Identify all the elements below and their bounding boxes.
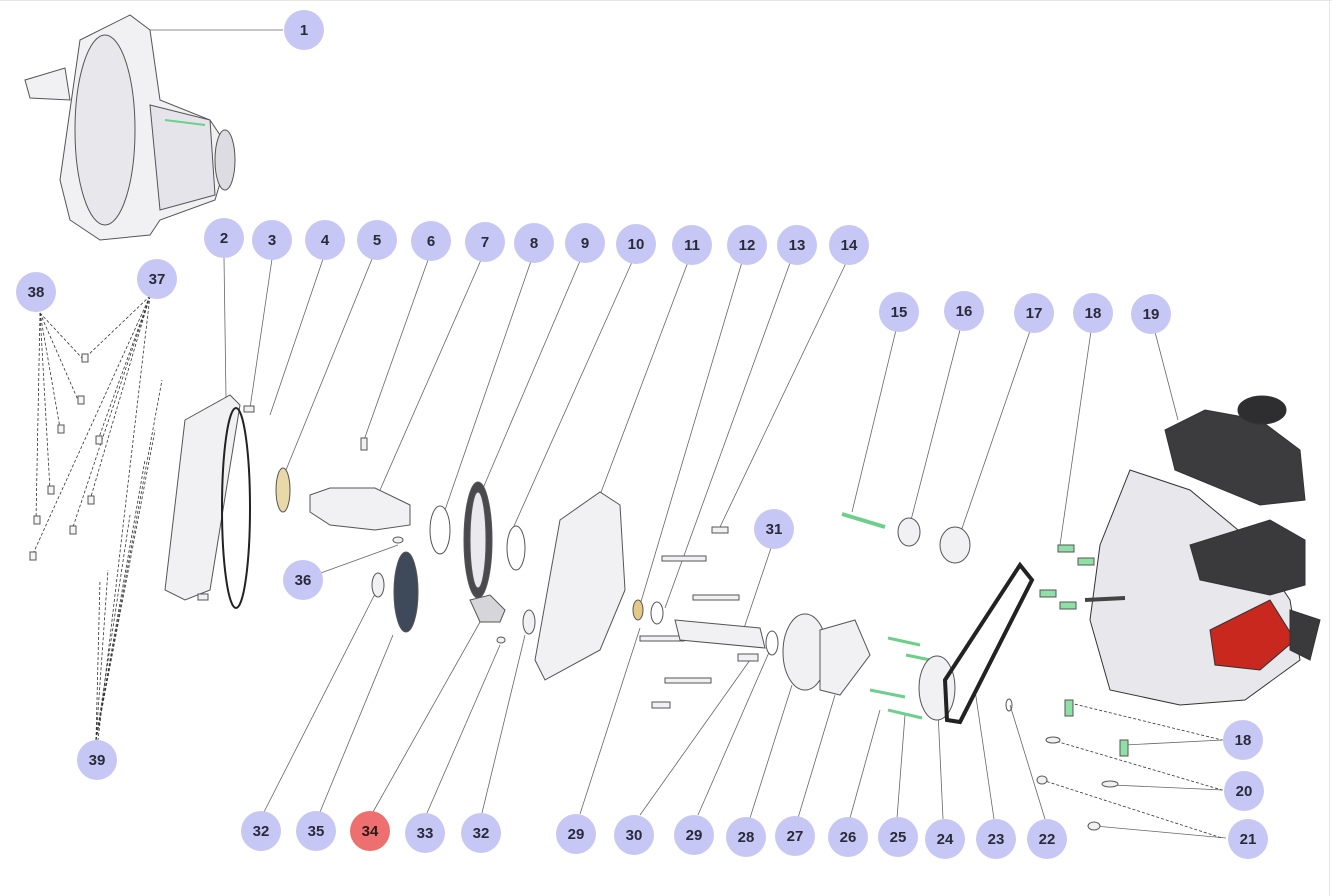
callout-18[interactable]: 18 bbox=[1073, 293, 1113, 333]
callout-14[interactable]: 14 bbox=[829, 225, 869, 265]
leader-lines bbox=[150, 29, 1227, 839]
callout-20[interactable]: 20 bbox=[1224, 771, 1264, 811]
callout-28[interactable]: 28 bbox=[726, 817, 766, 857]
callout-37[interactable]: 37 bbox=[137, 259, 177, 299]
callout-34[interactable]: 34 bbox=[350, 811, 390, 851]
callout-13[interactable]: 13 bbox=[777, 225, 817, 265]
top-border bbox=[0, 0, 1332, 1]
callout-17[interactable]: 17 bbox=[1014, 293, 1054, 333]
callout-6[interactable]: 6 bbox=[411, 221, 451, 261]
callout-10[interactable]: 10 bbox=[616, 224, 656, 264]
callout-25[interactable]: 25 bbox=[878, 817, 918, 857]
callout-30[interactable]: 30 bbox=[614, 815, 654, 855]
callout-29[interactable]: 29 bbox=[556, 814, 596, 854]
right-border bbox=[1329, 0, 1330, 896]
callout-1[interactable]: 1 bbox=[284, 10, 324, 50]
callout-9[interactable]: 9 bbox=[565, 223, 605, 263]
callout-19[interactable]: 19 bbox=[1131, 294, 1171, 334]
dashed-leader-lines bbox=[31, 295, 1223, 839]
callout-4[interactable]: 4 bbox=[305, 220, 345, 260]
callout-38[interactable]: 38 bbox=[16, 272, 56, 312]
callout-27[interactable]: 27 bbox=[775, 816, 815, 856]
callout-24[interactable]: 24 bbox=[925, 819, 965, 859]
callout-29[interactable]: 29 bbox=[674, 815, 714, 855]
callout-33[interactable]: 33 bbox=[405, 813, 445, 853]
callout-11[interactable]: 11 bbox=[672, 225, 712, 265]
callout-2[interactable]: 2 bbox=[204, 218, 244, 258]
callout-18[interactable]: 18 bbox=[1223, 720, 1263, 760]
callout-7[interactable]: 7 bbox=[465, 222, 505, 262]
callout-32[interactable]: 32 bbox=[461, 813, 501, 853]
callout-3[interactable]: 3 bbox=[252, 220, 292, 260]
callout-15[interactable]: 15 bbox=[879, 292, 919, 332]
callout-23[interactable]: 23 bbox=[976, 819, 1016, 859]
callout-8[interactable]: 8 bbox=[514, 223, 554, 263]
callout-21[interactable]: 21 bbox=[1228, 819, 1268, 859]
callout-35[interactable]: 35 bbox=[296, 811, 336, 851]
gearbox-assembly bbox=[24, 14, 236, 241]
callout-39[interactable]: 39 bbox=[77, 740, 117, 780]
callout-12[interactable]: 12 bbox=[727, 225, 767, 265]
callout-16[interactable]: 16 bbox=[944, 291, 984, 331]
callout-22[interactable]: 22 bbox=[1027, 819, 1067, 859]
engine bbox=[1084, 395, 1321, 706]
callout-32[interactable]: 32 bbox=[241, 811, 281, 851]
callout-5[interactable]: 5 bbox=[357, 220, 397, 260]
callout-36[interactable]: 36 bbox=[283, 560, 323, 600]
callout-31[interactable]: 31 bbox=[754, 509, 794, 549]
exploded-parts bbox=[29, 353, 1129, 831]
callout-26[interactable]: 26 bbox=[828, 817, 868, 857]
